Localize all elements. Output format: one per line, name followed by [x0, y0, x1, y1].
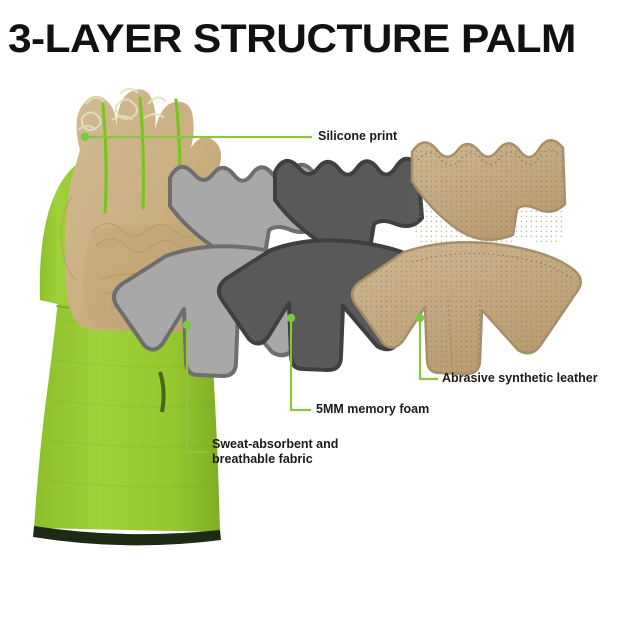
leader-line-abrasive-synthetic-leather	[418, 318, 438, 381]
leader-dot-silicone-print	[80, 132, 90, 142]
leader-line-memory-foam	[289, 318, 311, 412]
callout-label-memory-foam: 5MM memory foam	[316, 402, 430, 416]
leader-line-sweat-absorbent-fabric	[185, 325, 207, 454]
callout-leader-lines	[85, 135, 438, 454]
callout-dots	[80, 132, 425, 330]
callout-label-sweat-absorbent-fabric: Sweat-absorbent and breathable fabric	[212, 437, 339, 466]
callout-label-abrasive-synthetic-leather: Abrasive synthetic leather	[442, 371, 598, 385]
callout-label-silicone-print: Silicone print	[318, 129, 398, 143]
leader-dot-abrasive-synthetic-leather	[415, 313, 425, 323]
leader-dot-memory-foam	[286, 313, 296, 323]
leader-dot-sweat-absorbent-fabric	[182, 320, 192, 330]
page-title: 3-LAYER STRUCTURE PALM	[8, 17, 576, 61]
